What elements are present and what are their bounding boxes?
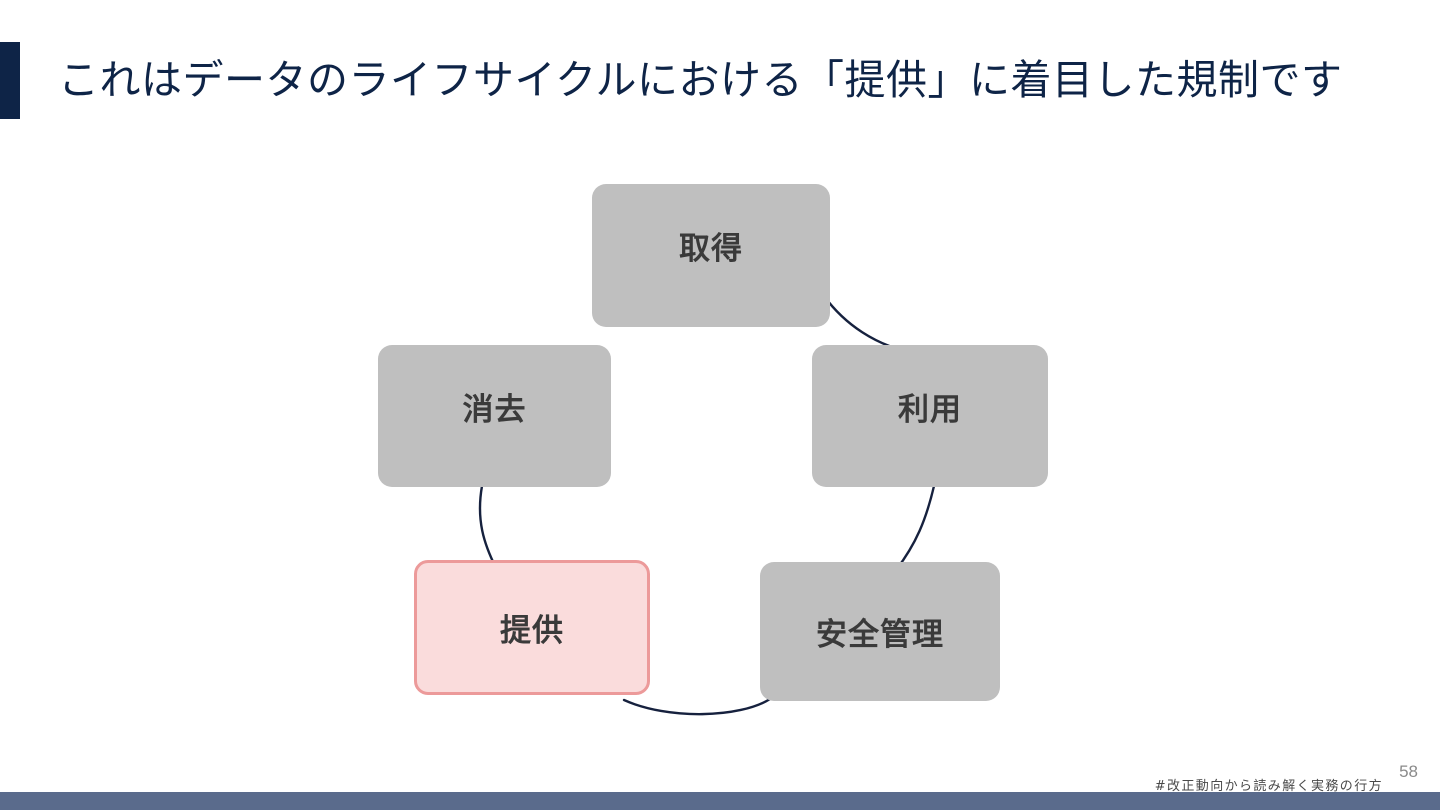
node-shoukyo-label: 消去: [462, 391, 527, 428]
connector-shutoku-riyou: [822, 294, 910, 354]
node-riyou-label: 利用: [898, 391, 962, 428]
lifecycle-diagram: 取得 利用 安全管理 提供 消去: [0, 130, 1440, 750]
connector-riyou-anzen: [894, 484, 936, 572]
node-shoukyo[interactable]: 消去: [378, 345, 611, 487]
footer-hashtag: #改正動向から読み解く実務の行方: [1154, 779, 1383, 794]
node-riyou[interactable]: 利用: [812, 345, 1048, 487]
node-teikyou[interactable]: 提供: [414, 560, 650, 695]
page-number: 58: [1399, 762, 1418, 781]
title-accent-bar: [0, 42, 20, 119]
page-title: これはデータのライフサイクルにおける「提供」に着目した規制です: [58, 56, 1343, 104]
node-anzen-kanri-label: 安全管理: [816, 617, 944, 653]
node-shutoku[interactable]: 取得: [592, 184, 830, 327]
node-teikyou-label: 提供: [500, 613, 564, 649]
connector-teikyou-shoukyo: [478, 484, 498, 570]
connector-anzen-teikyou: [622, 697, 772, 716]
node-anzen-kanri[interactable]: 安全管理: [760, 562, 1000, 701]
bottom-accent-bar: [0, 792, 1440, 810]
node-shutoku-label: 取得: [679, 231, 743, 267]
